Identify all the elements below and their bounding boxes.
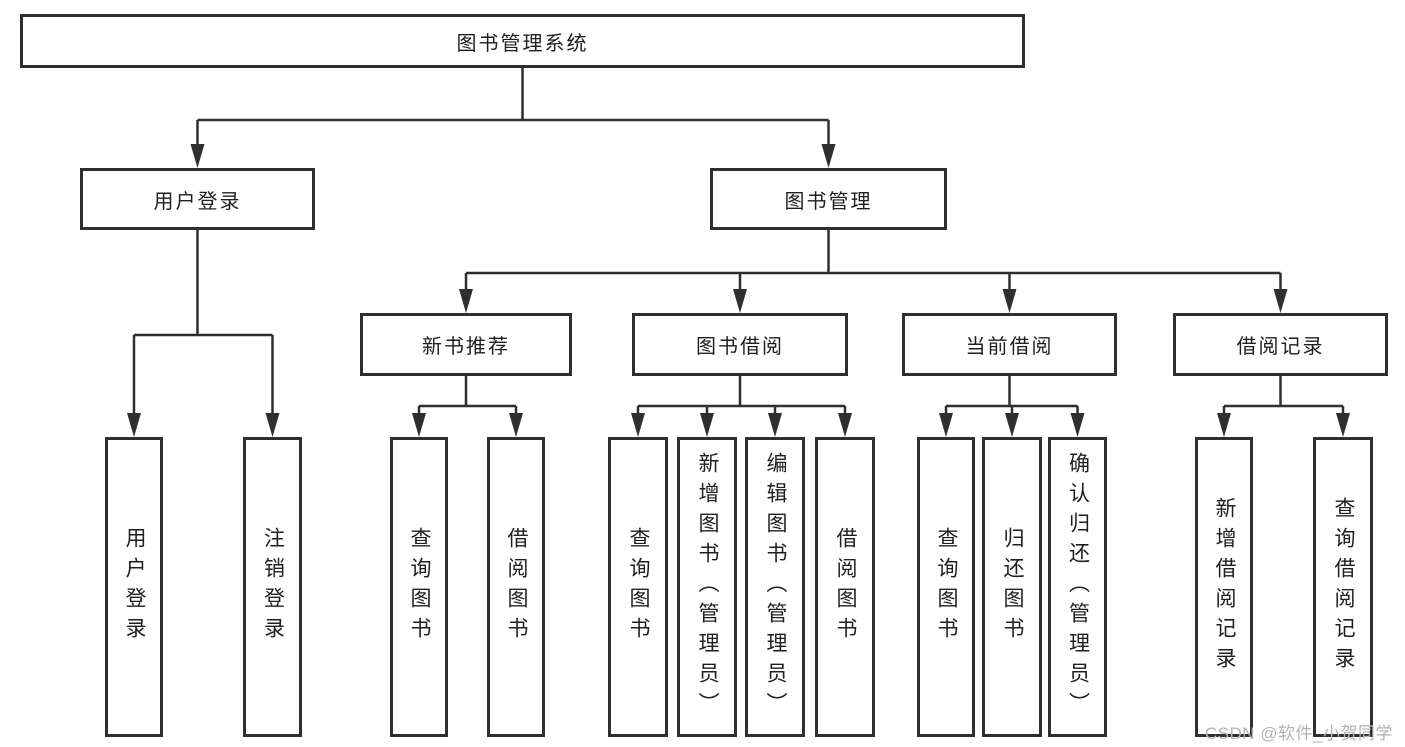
node-root: 图书管理系统 <box>20 14 1025 68</box>
leaf-logout: 注销登录 <box>243 437 302 737</box>
node-new-book-rec: 新书推荐 <box>360 313 572 376</box>
node-current-borrow: 当前借阅 <box>902 313 1117 376</box>
arrowhead <box>768 413 782 437</box>
leaf-bookborrow-borrow-label: 借阅图书 <box>834 527 858 647</box>
leaf-user-login-label: 用户登录 <box>123 527 147 647</box>
leaf-current-confirm: 确认归还（管理员） <box>1048 437 1107 737</box>
arrowhead <box>1273 289 1288 313</box>
node-borrow-records-label: 借阅记录 <box>1236 336 1325 358</box>
arrowhead <box>459 289 473 313</box>
arrowhead <box>509 413 523 437</box>
connector-root <box>196 68 830 146</box>
leaf-bookborrow-query: 查询图书 <box>608 437 668 737</box>
arrowhead <box>127 413 141 437</box>
node-book-mgmt: 图书管理 <box>710 168 947 230</box>
leaf-record-query-label: 查询借阅记录 <box>1332 497 1356 677</box>
leaf-record-add: 新增借阅记录 <box>1195 437 1253 737</box>
leaf-newbook-query-label: 查询图书 <box>408 527 432 647</box>
leaf-current-return-label: 归还图书 <box>1001 527 1025 647</box>
arrowhead <box>412 413 426 437</box>
arrowhead <box>1070 413 1085 437</box>
leaf-record-query: 查询借阅记录 <box>1313 437 1373 737</box>
node-book-mgmt-label: 图书管理 <box>784 190 873 213</box>
connector-new-book-rec <box>417 376 518 415</box>
node-book-borrow: 图书借阅 <box>632 313 848 376</box>
leaf-current-query: 查询图书 <box>917 437 975 737</box>
arrowhead <box>190 144 205 168</box>
leaf-record-add-label: 新增借阅记录 <box>1213 497 1237 677</box>
leaf-bookborrow-add: 新增图书（管理员） <box>677 437 737 737</box>
node-user-login: 用户登录 <box>80 168 315 230</box>
leaf-logout-label: 注销登录 <box>261 527 285 647</box>
arrowhead <box>1005 413 1019 437</box>
leaf-bookborrow-edit: 编辑图书（管理员） <box>745 437 805 737</box>
arrowhead <box>821 144 836 168</box>
leaf-bookborrow-edit-label: 编辑图书（管理员） <box>764 452 788 722</box>
node-borrow-records: 借阅记录 <box>1173 313 1388 376</box>
leaf-bookborrow-query-label: 查询图书 <box>627 527 651 647</box>
connector-book-borrow <box>636 376 847 415</box>
leaf-bookborrow-borrow: 借阅图书 <box>815 437 875 737</box>
arrowhead <box>1002 289 1017 313</box>
arrowhead <box>1336 413 1350 437</box>
node-user-login-label: 用户登录 <box>153 190 242 213</box>
node-current-borrow-label: 当前借阅 <box>965 336 1054 358</box>
arrowhead <box>939 413 953 437</box>
arrowhead <box>1217 413 1231 437</box>
connector-borrow-records <box>1222 376 1345 415</box>
leaf-newbook-query: 查询图书 <box>390 437 448 737</box>
leaf-current-confirm-label: 确认归还（管理员） <box>1066 452 1090 722</box>
arrowhead <box>838 413 852 437</box>
csdn-watermark: CSDN @软件_小贺同学 <box>1204 724 1393 743</box>
arrowhead <box>700 413 714 437</box>
connector-current-borrow <box>944 376 1079 415</box>
connector-user-login <box>132 230 274 415</box>
node-root-label: 图书管理系统 <box>456 32 589 55</box>
arrowhead <box>265 413 280 437</box>
arrowhead <box>733 289 747 313</box>
arrowhead <box>631 413 645 437</box>
leaf-current-return: 归还图书 <box>982 437 1042 737</box>
node-book-borrow-label: 图书借阅 <box>696 336 784 358</box>
leaf-newbook-borrow-label: 借阅图书 <box>505 527 529 647</box>
node-new-book-rec-label: 新书推荐 <box>422 336 510 358</box>
leaf-current-query-label: 查询图书 <box>935 527 959 647</box>
leaf-user-login: 用户登录 <box>105 437 163 737</box>
leaf-newbook-borrow: 借阅图书 <box>487 437 545 737</box>
connector-book-mgmt <box>464 230 1282 291</box>
leaf-bookborrow-add-label: 新增图书（管理员） <box>696 452 720 722</box>
